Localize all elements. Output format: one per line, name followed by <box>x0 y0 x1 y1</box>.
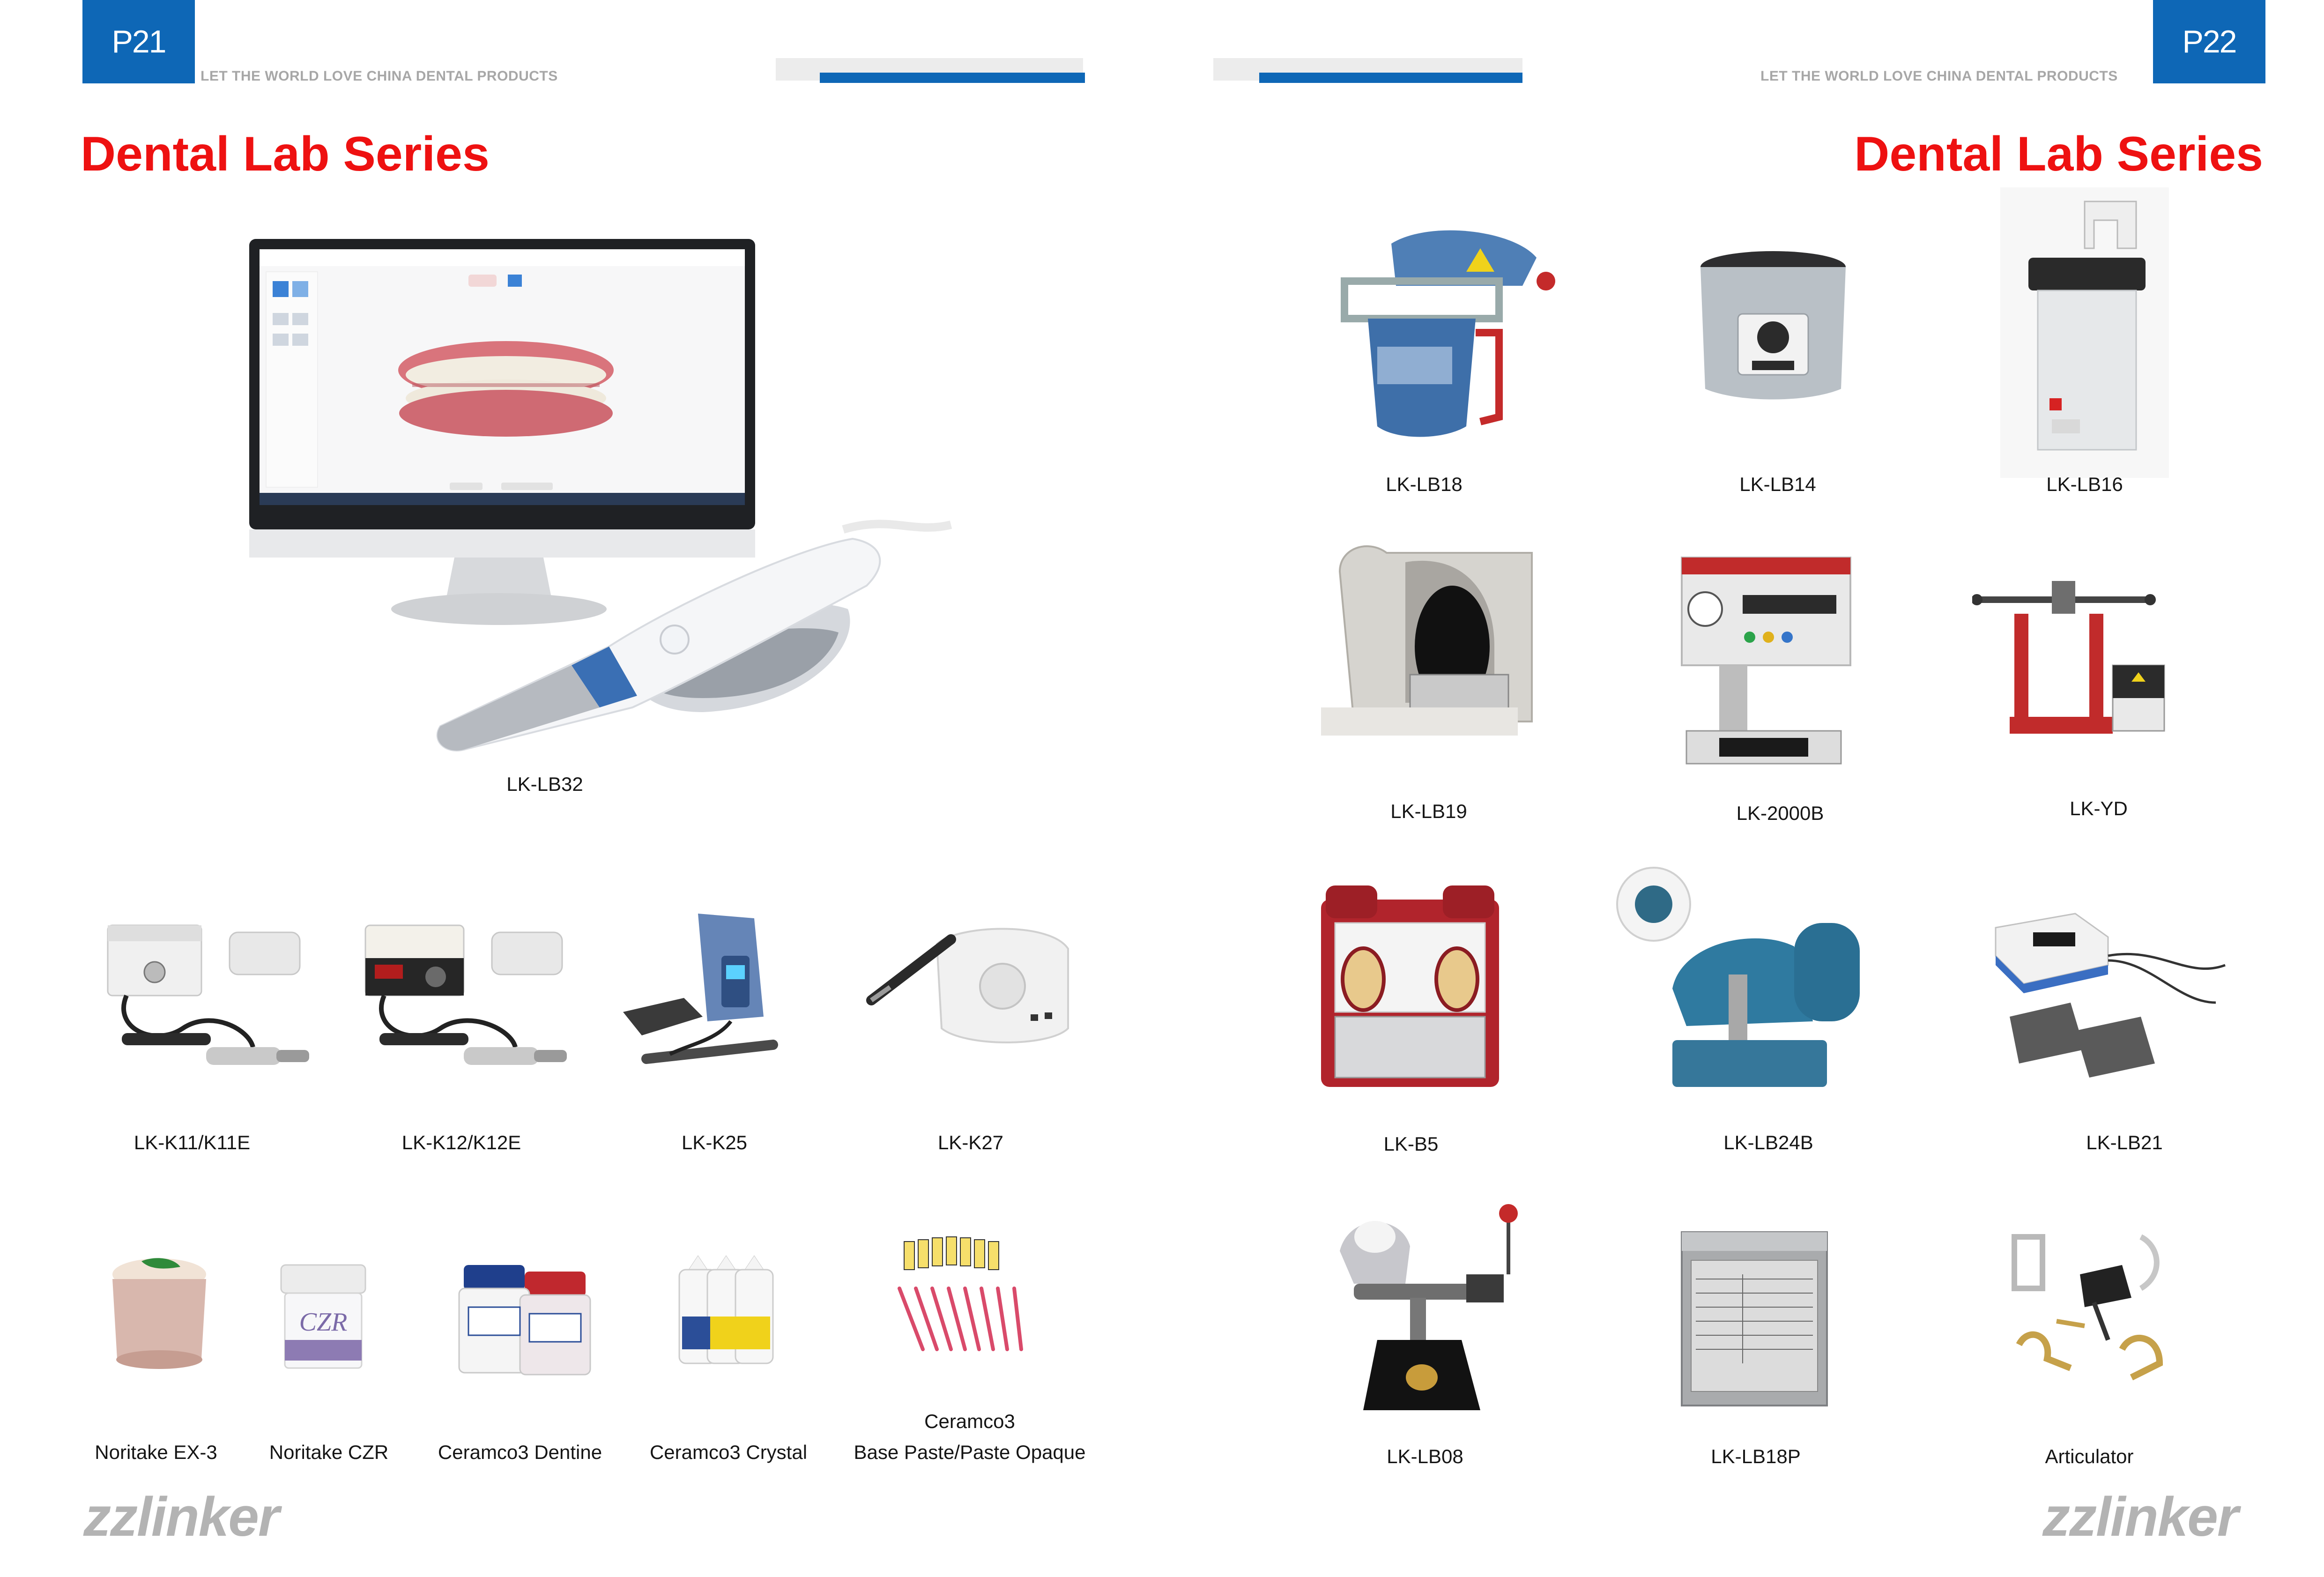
porcelain-jar-image <box>112 1258 206 1369</box>
brand-logo: zzlinker <box>2042 1486 2239 1548</box>
product-label: Ceramco3 Dentine <box>438 1441 602 1463</box>
product-label: LK-LB24B <box>1723 1131 1813 1153</box>
product-label: LK-2000B <box>1736 802 1824 824</box>
product-label: Ceramco3 Crystal <box>649 1441 808 1463</box>
high-speed-cutter-image <box>1616 867 1860 1087</box>
paste-syringes-image <box>898 1236 1023 1351</box>
svg-text:CZR: CZR <box>299 1308 348 1337</box>
micromotor-unit-image <box>866 928 1069 1043</box>
product-label: LK-YD <box>2070 797 2128 819</box>
wax-pen-heater-image <box>1995 913 2226 1078</box>
product-label: LK-LB32 <box>506 773 583 795</box>
sandblaster-image <box>1321 885 1499 1087</box>
vacuum-mixer-image <box>1681 557 1851 765</box>
header-accent-bar <box>820 73 1085 83</box>
product-label: LK-K27 <box>937 1131 1004 1153</box>
product-label: Base Paste/Paste Opaque <box>854 1441 1086 1463</box>
page-number-tab: P21 <box>82 0 195 83</box>
product-label: LK-K25 <box>681 1131 748 1153</box>
page-tagline: LET THE WORLD LOVE CHINA DENTAL PRODUCTS <box>1760 68 2118 84</box>
page-title: Dental Lab Series <box>81 127 490 181</box>
intraoral-scanner-with-monitor-image <box>249 239 952 751</box>
product-label: LK-LB08 <box>1387 1445 1463 1467</box>
centrifugal-casting-machine-image <box>1340 1204 1518 1410</box>
product-label: Ceramco3 <box>924 1410 1015 1432</box>
product-label: LK-K12/K12E <box>401 1131 521 1153</box>
articulator-image <box>2012 1234 2163 1381</box>
page-title: Dental Lab Series <box>1854 127 2263 181</box>
product-label: LK-LB14 <box>1739 473 1816 495</box>
model-trimmer-image <box>1321 545 1533 736</box>
porcelain-bottles-image <box>458 1265 591 1376</box>
product-label: LK-LB18 <box>1386 473 1463 495</box>
thermoforming-sheet-pack-image <box>1681 1231 1828 1406</box>
injection-flask-press-image <box>1972 581 2165 734</box>
header-accent-bar <box>1259 73 1522 83</box>
porcelain-jar-image: CZR <box>280 1264 366 1369</box>
product-label: LK-LB16 <box>2046 473 2123 495</box>
product-label: LK-LB19 <box>1390 800 1467 822</box>
product-label: LK-LB18P <box>1711 1445 1801 1467</box>
vacuum-former-image <box>1341 230 1555 437</box>
page-number-tab: P22 <box>2153 0 2265 83</box>
product-label: LK-B5 <box>1383 1133 1439 1155</box>
product-label: Noritake EX-3 <box>95 1441 217 1463</box>
vibrator-image <box>1700 251 1846 400</box>
liquid-bottles-image <box>678 1255 774 1364</box>
product-label: Noritake CZR <box>269 1441 389 1463</box>
page-tagline: LET THE WORLD LOVE CHINA DENTAL PRODUCTS <box>200 68 558 84</box>
pin-drill-image <box>2000 187 2169 478</box>
brand-logo: zzlinker <box>83 1486 280 1548</box>
product-label: LK-LB21 <box>2086 1131 2163 1153</box>
product-label: Articulator <box>2045 1445 2134 1467</box>
micromotor-unit-image <box>623 914 778 1064</box>
micromotor-control-box-image <box>364 924 567 1065</box>
micromotor-control-box-image <box>107 924 309 1065</box>
product-label: LK-K11/K11E <box>134 1131 251 1153</box>
